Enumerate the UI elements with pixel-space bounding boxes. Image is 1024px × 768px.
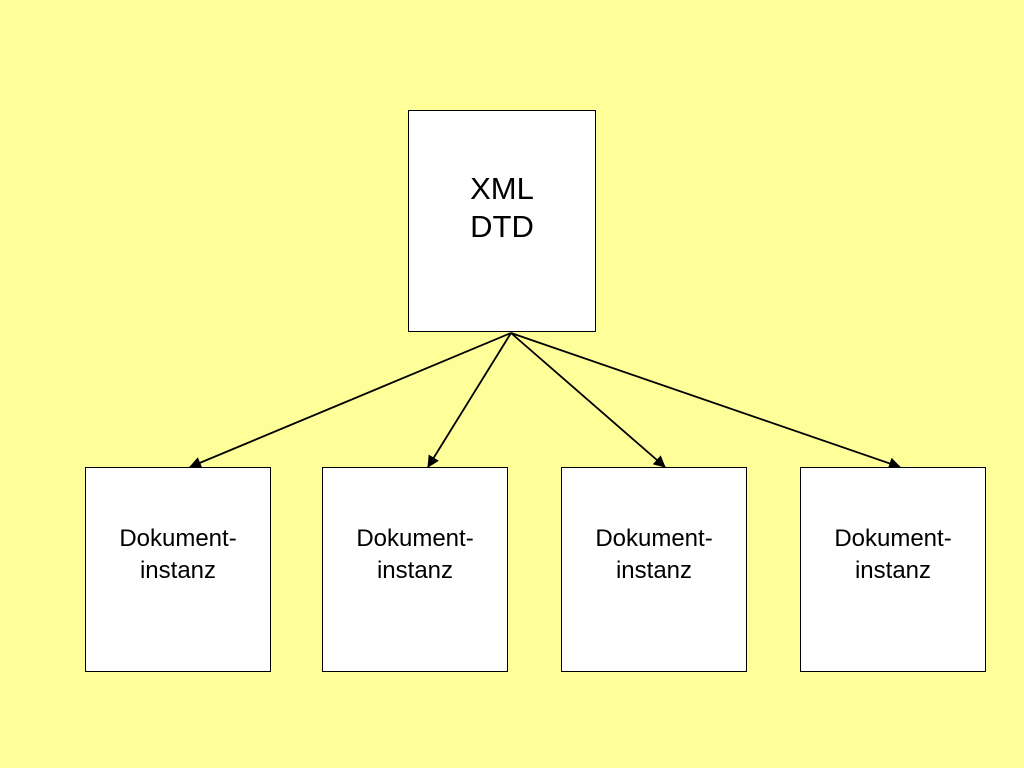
arrow-root-to-child-1 xyxy=(189,332,512,469)
document-instance-label-line-1: Dokument- xyxy=(119,524,237,552)
document-instance-label-line-2: instanz xyxy=(139,556,217,584)
document-instance-label-line-1: Dokument- xyxy=(356,524,474,552)
document-instance-label-line-2: instanz xyxy=(376,556,454,584)
root-label-line-2: DTD xyxy=(470,209,534,244)
document-instance-box-1: Dokument- instanz xyxy=(85,467,271,672)
document-instance-box-3: Dokument- instanz xyxy=(561,467,747,672)
document-instance-label-line-1: Dokument- xyxy=(834,524,952,552)
document-instance-label-line-1: Dokument- xyxy=(595,524,713,552)
arrow-root-to-child-3 xyxy=(510,332,666,468)
xml-dtd-box: XML DTD xyxy=(408,110,596,332)
arrow-root-to-child-4 xyxy=(510,332,901,470)
document-instance-box-4: Dokument- instanz xyxy=(800,467,986,672)
document-instance-label-line-2: instanz xyxy=(615,556,693,584)
root-label-line-1: XML xyxy=(470,171,534,206)
document-instance-box-2: Dokument- instanz xyxy=(322,467,508,672)
arrow-root-to-child-2 xyxy=(427,332,512,468)
document-instance-label-line-2: instanz xyxy=(854,556,932,584)
